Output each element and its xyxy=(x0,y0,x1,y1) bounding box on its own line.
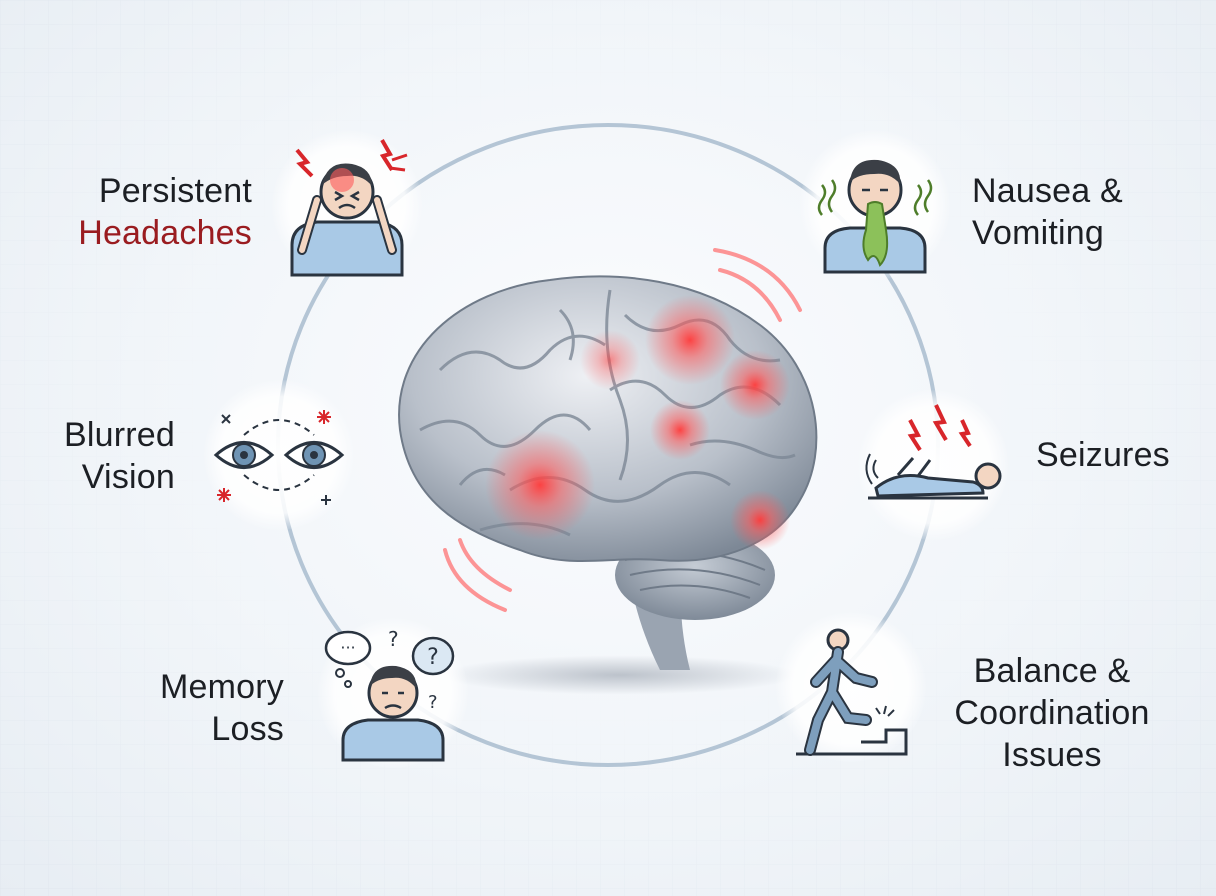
nausea-line2: Vomiting xyxy=(972,214,1105,252)
brain-icon xyxy=(398,248,818,670)
vision-line1: Blurred xyxy=(63,416,175,454)
memory-line2: Loss xyxy=(211,710,284,748)
seizures-line1: Seizures xyxy=(1036,436,1170,474)
label-seizures: Seizures xyxy=(1036,434,1196,476)
svg-text:?: ? xyxy=(427,645,439,670)
svg-text:···: ··· xyxy=(340,638,355,657)
memory-line1: Memory xyxy=(160,668,284,706)
confused-person-icon: ··· ? ? ? xyxy=(318,618,468,768)
svg-text:?: ? xyxy=(428,692,438,713)
nausea-person-icon xyxy=(800,130,950,280)
walking-stairs-icon xyxy=(776,612,926,762)
nausea-line1: Nausea & xyxy=(972,172,1123,210)
label-memory-loss: Memory Loss xyxy=(120,666,284,750)
balance-line1: Balance & xyxy=(973,652,1131,690)
label-persistent-headaches: Persistent Headaches xyxy=(40,170,252,254)
vision-line2: Vision xyxy=(81,458,175,496)
balance-line3: Issues xyxy=(1002,736,1102,774)
blurred-eyes-icon xyxy=(204,380,354,530)
seizure-person-icon xyxy=(858,390,1008,540)
label-balance-coordination: Balance & Coordination Issues xyxy=(936,650,1168,776)
label-blurred-vision: Blurred Vision xyxy=(30,414,175,498)
label-nausea-vomiting: Nausea & Vomiting xyxy=(972,170,1172,254)
headache-person-icon xyxy=(272,130,422,280)
balance-line2: Coordination xyxy=(954,694,1150,732)
headaches-line2: Headaches xyxy=(78,214,252,252)
svg-text:?: ? xyxy=(388,627,399,651)
brain-shadow xyxy=(440,655,800,695)
headaches-line1: Persistent xyxy=(98,172,252,210)
